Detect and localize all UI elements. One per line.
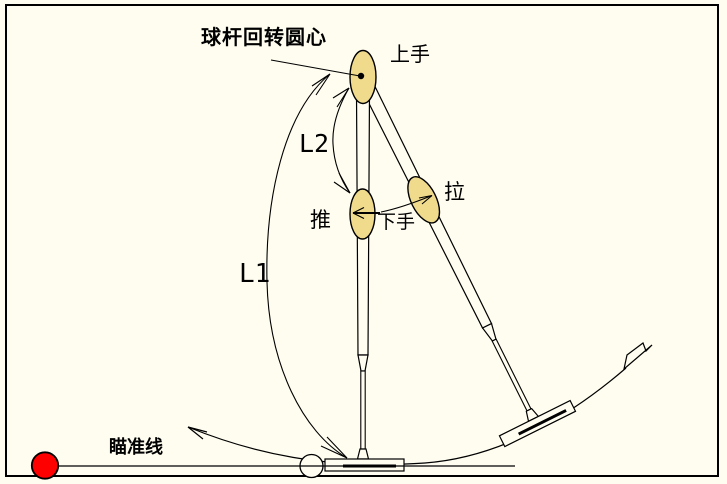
lower-hand-label: 下手 [377,211,415,233]
diagram-border [5,4,719,477]
title-label: 球杆回转圆心 [201,25,327,49]
swing-arc-arrowhead [187,426,208,440]
upper-hand-label: 上手 [390,43,430,66]
push-arrowhead [352,206,365,220]
title-leader-line [270,59,361,77]
object-ball [30,451,60,480]
l1-label: L1 [239,259,270,289]
rotation-center-dot [357,72,365,80]
push-label: 推 [310,209,331,232]
l2-label: L2 [299,129,329,158]
cue-assembly-angled [334,71,577,448]
fletched-arrow-icon [623,342,653,371]
aim-line-label: 瞄准线 [109,436,163,457]
pull-arrowhead [418,194,433,205]
pull-label: 拉 [444,181,465,204]
l1-arrowhead-bottom [320,436,348,459]
l2-arrowhead-bottom [333,172,351,194]
pull-arrow [380,194,433,213]
l1-arrowhead-top [311,73,331,96]
l1-dimension-arc [266,73,348,459]
l2-arrowhead-top [332,87,350,108]
